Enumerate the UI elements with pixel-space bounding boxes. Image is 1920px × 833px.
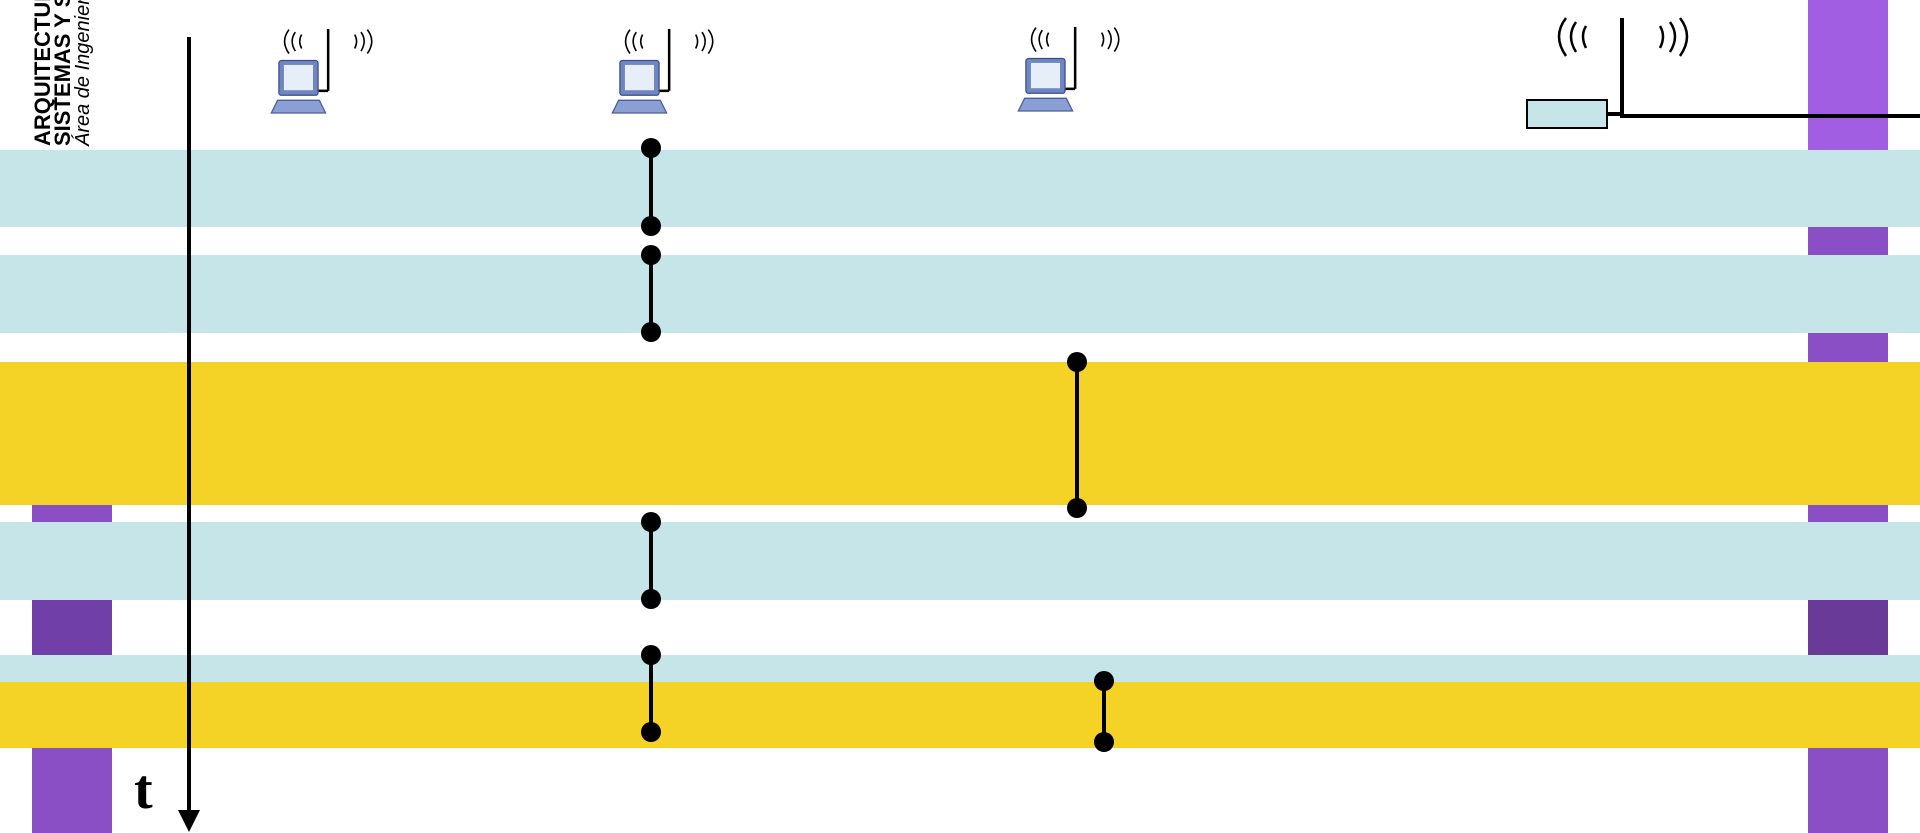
light-band-3 [0, 522, 1920, 600]
light-band-4 [0, 655, 1920, 682]
tx-end-dot [641, 216, 661, 236]
access-point-box [1526, 99, 1608, 129]
tx-end-dot [1094, 732, 1114, 752]
tx-start-dot [641, 512, 661, 532]
light-band-1 [0, 150, 1920, 227]
transmission-1 [641, 138, 661, 236]
transmission-2 [641, 245, 661, 342]
tx-start-dot [1067, 352, 1087, 372]
yellow-band-2 [0, 682, 1920, 748]
transmission-5 [641, 645, 661, 742]
transmission-4 [641, 512, 661, 609]
left-purple-bar-dark [32, 600, 112, 655]
tx-end-dot [641, 589, 661, 609]
station-1-laptop-wifi-icon [270, 28, 373, 114]
right-purple-bar-top [1808, 0, 1888, 150]
tx-start-dot [641, 645, 661, 665]
tx-end-dot [1067, 498, 1087, 518]
time-axis-label: t [134, 759, 153, 821]
tx-start-dot [641, 245, 661, 265]
tx-end-dot [641, 722, 661, 742]
access-point-wire [1607, 112, 1920, 118]
transmission-6 [1094, 671, 1114, 752]
tx-start-dot [1094, 671, 1114, 691]
station-3-laptop-wifi-icon [1017, 26, 1120, 112]
station-2-laptop-wifi-icon [611, 28, 714, 114]
tx-start-dot [641, 138, 661, 158]
transmission-3 [1067, 352, 1087, 518]
right-purple-bar-bottom [1808, 600, 1888, 655]
time-axis-arrow-icon [178, 810, 200, 832]
access-point-wifi-icon [1557, 17, 1689, 57]
yellow-band-1 [0, 362, 1920, 505]
tx-end-dot [641, 322, 661, 342]
light-band-2 [0, 255, 1920, 333]
